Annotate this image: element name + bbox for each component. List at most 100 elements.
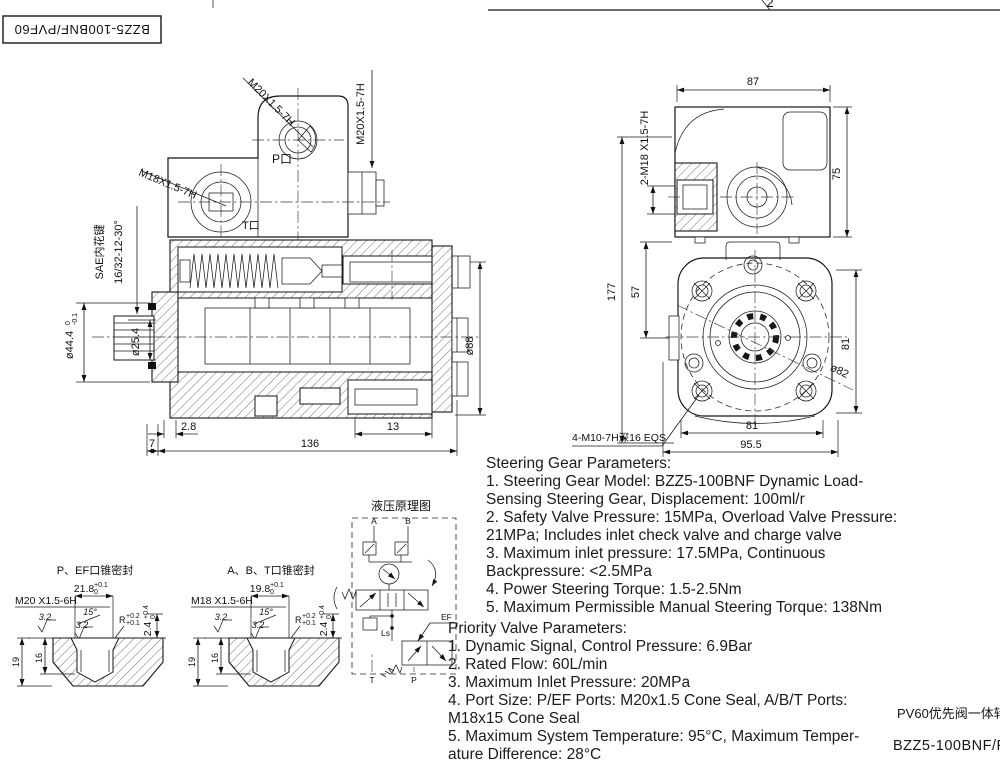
dim-2-8: 2.8 (181, 421, 196, 433)
t-port-label: T (369, 675, 374, 685)
param-line: 21MPa; Includes inlet check valve and ch… (486, 527, 842, 544)
dim-19: 19 (11, 657, 21, 667)
tapped-hole (795, 380, 817, 402)
steering-parameters-text: Steering Gear Parameters: 1. Steering Ge… (486, 455, 897, 617)
param-line: Steering Gear Parameters: (486, 455, 672, 472)
depth-dim: 2.4 (142, 622, 154, 637)
param-line: 2. Safety Valve Pressure: 15MPa, Overloa… (486, 509, 898, 526)
radius-tol-lo: +0.1 (302, 620, 316, 627)
param-line: ature Difference: 28°C (448, 746, 602, 761)
dim-81-vertical: 81 (840, 338, 852, 350)
seal-width-tol-hi: +0.1 (270, 582, 284, 589)
tapped-hole-note: 4-M10-7H深16 EQS (572, 432, 666, 444)
seal-width-tol-lo: 0 (270, 589, 274, 596)
thread-2-m18-label: 2-M18 X1.5-7H (639, 111, 651, 186)
param-line: M18x15 Cone Seal (448, 710, 580, 727)
dim-81-horizontal: 81 (746, 420, 758, 432)
dim-87: 87 (747, 76, 759, 88)
seal-detail-title: A、B、T口锥密封 (227, 563, 314, 577)
port-b-label: B (405, 516, 411, 526)
seal-detail-a-b-t: A、B、T口锥密封 19.8 +0.1 0 M18 X1.5-6H 3.2 15… (187, 563, 342, 687)
dia-44-label: ø44.4 (64, 331, 76, 359)
surface-finish-2: 3.2 (252, 620, 265, 630)
radius-label: R (119, 615, 126, 625)
param-line: 4. Power Steering Torque: 1.5-2.5Nm (486, 581, 742, 598)
side-view: 87 75 2-M18 X1.5-7H 177 57 (606, 76, 852, 444)
dia-44-tol-hi: 0 (65, 321, 72, 325)
param-line: 4. Port Size: P/EF Ports: M20x1.5 Cone S… (448, 692, 848, 709)
surface-finish-1: 3.2 (39, 612, 52, 622)
seal-width-tol-hi: +0.1 (94, 582, 108, 589)
seal-detail-p-ef: P、EF口锥密封 21.8 +0.1 0 M20 X1.5-6H 3.2 15°… (11, 563, 166, 687)
param-line: 3. Maximum Inlet Pressure: 20MPa (448, 674, 691, 691)
m20-vertical-label: M20X1.5-7H (355, 83, 367, 145)
dim-57: 57 (630, 286, 642, 298)
depth-tol-hi: +0.4 (143, 605, 150, 619)
ls-port-label: Ls (381, 628, 390, 638)
radius-tol-hi: +0.2 (126, 613, 140, 620)
tapped-hole (691, 380, 713, 402)
ef-port-label: EF (441, 612, 452, 622)
m20-diagonal-label: M20X1.5-7H (245, 77, 297, 129)
port-t-label: T口 (242, 220, 260, 232)
cone-angle: 15° (259, 607, 273, 617)
sae-spline-spec: 16/32-12-30° (113, 220, 125, 284)
dim-16: 16 (34, 653, 44, 663)
zone-number: 2 (766, 0, 773, 10)
seal-width-dim: 21.8 (74, 583, 95, 595)
depth-tol-lo: 0 (150, 615, 157, 619)
dia-88-label: ø88 (464, 337, 476, 356)
seal-thread-label: M18 X1.5-6H (191, 595, 253, 607)
dim-16: 16 (210, 653, 220, 663)
dim-95-5: 95.5 (740, 439, 761, 451)
param-line: 1. Steering Gear Model: BZZ5-100BNF Dyna… (486, 473, 864, 490)
seal-width-dim: 19.8 (250, 583, 271, 595)
product-name-cn: PV60优先阀一体转 (897, 706, 1000, 721)
radius-tol-lo: +0.1 (126, 620, 140, 627)
section-view (92, 239, 480, 419)
surface-finish-1: 3.2 (215, 612, 228, 622)
param-line: Backpressure: <2.5MPa (486, 563, 652, 580)
section-dimensions: SAE内花键 16/32-12-30° ø44.4 0 -0.1 ø25.4 ø… (64, 206, 486, 456)
priority-valve-parameters-text: Priority Valve Parameters: 1. Dynamic Si… (448, 620, 859, 761)
radius-tol-hi: +0.2 (302, 613, 316, 620)
dim-19: 19 (187, 657, 197, 667)
param-line: 3. Maximum inlet pressure: 17.5MPa, Cont… (486, 545, 826, 562)
seal-width-tol-lo: 0 (94, 589, 98, 596)
schematic-title: 液压原理图 (371, 498, 431, 513)
p-port-label: P (411, 675, 417, 685)
cone-angle: 15° (83, 607, 97, 617)
title-block: BZZ5-100BNF/PVF60 (2, 15, 162, 44)
dim-136: 136 (301, 438, 319, 450)
sheet-border: 2 (212, 0, 1000, 11)
depth-tol-lo: 0 (326, 615, 333, 619)
param-line: 5. Maximum System Temperature: 95°C, Max… (448, 728, 860, 745)
tapped-hole (691, 280, 713, 302)
tapped-hole (795, 280, 817, 302)
surface-finish-2: 3.2 (76, 620, 89, 630)
seal-detail-title: P、EF口锥密封 (57, 563, 133, 577)
radius-label: R (295, 615, 302, 625)
depth-tol-hi: +0.4 (319, 605, 326, 619)
title-block-part-number: BZZ5-100BNF/PVF60 (14, 22, 150, 37)
param-line: Sensing Steering Gear, Displacement: 100… (486, 491, 805, 508)
depth-dim: 2.4 (318, 622, 330, 637)
dia-25-label: ø25.4 (130, 328, 142, 356)
param-line: Priority Valve Parameters: (448, 620, 627, 637)
flange-view: 81 ø82 81 95.5 4-M10-7H深16 EQS (572, 241, 862, 457)
param-line: 1. Dynamic Signal, Control Pressure: 6.9… (448, 638, 753, 655)
hydraulic-schematic: 液压原理图 A B Ls (333, 498, 458, 685)
port-a-label: A (371, 516, 377, 526)
dia-44-tol-lo: -0.1 (72, 313, 79, 325)
dim-177: 177 (606, 283, 618, 301)
dim-7: 7 (149, 438, 155, 450)
port-p-label: P口 (272, 152, 292, 166)
seal-thread-label: M20 X1.5-6H (15, 595, 77, 607)
dim-75: 75 (831, 168, 843, 180)
param-line: 5. Maximum Permissible Manual Steering T… (486, 599, 882, 616)
product-code: BZZ5-100BNF/PV (893, 738, 1000, 754)
dim-13: 13 (387, 421, 399, 433)
sae-spline-note-cn: SAE内花键 (92, 224, 106, 279)
